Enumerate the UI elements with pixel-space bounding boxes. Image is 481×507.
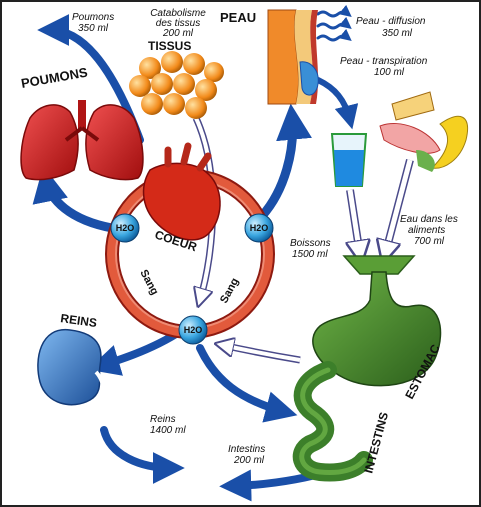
h2o-ball-bottom xyxy=(178,315,208,345)
flow-label-tissus-1: Catabolisme xyxy=(150,8,206,19)
stomach xyxy=(312,271,442,387)
lungs-illustration xyxy=(20,100,144,181)
organ-label-reins: REINS xyxy=(60,311,98,330)
skin-illustration xyxy=(267,9,319,105)
flow-label-poumons-2: 350 ml xyxy=(78,23,109,34)
h2o-label-right: H2O xyxy=(250,223,269,233)
digestive-tract-illustration xyxy=(292,255,442,482)
flow-label-aliments-3: 700 ml xyxy=(414,236,445,247)
flow-label-peau-diffusion-2: 350 ml xyxy=(382,28,413,39)
cheese xyxy=(391,91,435,121)
food-illustration xyxy=(379,91,468,172)
organ-label-tissus: TISSUS xyxy=(148,39,191,53)
arrow-reins-out xyxy=(100,426,185,484)
flow-label-aliments-2: aliments xyxy=(408,225,445,236)
esophagus-funnel xyxy=(342,255,416,275)
tissue-cells-illustration xyxy=(129,51,224,119)
arrow-h2o-to-peau xyxy=(257,103,312,221)
flow-label-peau-diffusion-1: Peau - diffusion xyxy=(356,16,426,27)
arrow-h2o-to-poumons xyxy=(32,165,117,233)
ham xyxy=(379,122,441,154)
arrow-h2o-to-intestins xyxy=(196,344,298,423)
flow-label-poumons-1: Poumons xyxy=(72,12,114,23)
hollow-flow-arrows xyxy=(196,116,414,364)
arrow-absorption-to-h2o xyxy=(222,345,301,362)
flow-label-intestins-1: Intestins xyxy=(228,444,265,455)
banana xyxy=(430,115,468,169)
flow-label-boissons-2: 1500 ml xyxy=(292,249,328,260)
flow-label-reins-2: 1400 ml xyxy=(150,425,186,436)
flow-label-intestins-2: 200 ml xyxy=(233,455,265,466)
flow-label-reins-1: Reins xyxy=(150,414,176,425)
arrow-peau-transpiration xyxy=(315,77,359,130)
flow-label-peau-transpiration-2: 100 ml xyxy=(374,67,405,78)
h2o-label-left: H2O xyxy=(116,223,135,233)
flow-label-boissons-1: Boissons xyxy=(290,238,331,249)
kidney-illustration xyxy=(37,329,108,421)
heart-illustration xyxy=(142,142,221,241)
flow-label-aliments-1: Eau dans les xyxy=(400,214,458,225)
arrow-peau-diffusion-3 xyxy=(316,28,352,42)
flow-label-tissus-3: 200 ml xyxy=(162,28,194,39)
right-lung xyxy=(85,104,144,181)
arrow-aliments-to-estomac xyxy=(385,159,413,255)
arrow-boissons-to-estomac xyxy=(350,189,360,255)
flow-label-peau-transpiration-1: Peau - transpiration xyxy=(340,56,428,67)
arrow-h2o-to-reins xyxy=(87,330,180,376)
left-lung xyxy=(20,104,79,181)
arrow-peau-diffusion-1 xyxy=(316,4,352,18)
h2o-ball-left xyxy=(110,213,140,243)
flow-label-tissus-2: des tissus xyxy=(156,18,200,29)
organ-label-peau: PEAU xyxy=(220,10,256,25)
sweat-gland xyxy=(299,61,319,96)
h2o-label-bottom: H2O xyxy=(184,325,203,335)
h2o-ball-right xyxy=(244,213,274,243)
glass-of-water-illustration xyxy=(330,133,368,187)
arrow-peau-diffusion-2 xyxy=(316,16,352,30)
